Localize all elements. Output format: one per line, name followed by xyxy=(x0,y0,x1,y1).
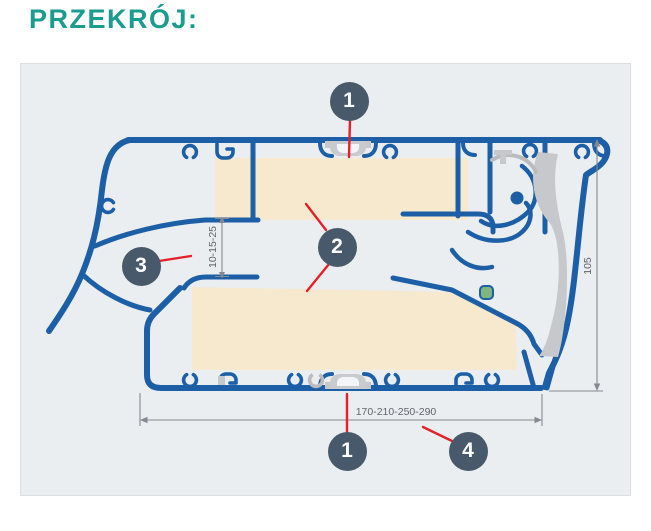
t-connector xyxy=(494,150,512,164)
lower-flange xyxy=(181,274,260,291)
callout-3: 3 xyxy=(121,246,161,286)
callout-4: 4 xyxy=(448,431,488,471)
hook-icon xyxy=(483,372,501,389)
dim-line-width xyxy=(139,393,543,426)
upper-flange xyxy=(92,217,261,249)
clip-slot xyxy=(337,144,359,153)
pivot-dot xyxy=(510,191,524,205)
page-title: PRZEKRÓJ: xyxy=(29,4,199,34)
mechanism-curve-b xyxy=(465,200,533,243)
dimension-label-width: 170-210-250-290 xyxy=(356,406,437,418)
hook-icon xyxy=(286,372,304,389)
mechanism-curve-a xyxy=(478,163,538,229)
dim-arrows xyxy=(219,216,225,279)
mechanism-curve-c xyxy=(449,247,495,271)
lower-infill-panel xyxy=(192,287,517,370)
top-clip-channel xyxy=(318,141,378,158)
leader-line-upper-panel xyxy=(304,202,328,232)
infill-panels xyxy=(192,158,517,370)
clip-wing xyxy=(366,141,371,148)
bracket-icon xyxy=(215,142,235,160)
clip-wing xyxy=(325,141,330,148)
leader-lines xyxy=(157,118,454,443)
hook-icon xyxy=(181,143,199,160)
aluminium-profile xyxy=(46,137,611,391)
right-outer-wall xyxy=(542,137,611,390)
lower-branch-curve xyxy=(79,271,153,313)
right-leg-b xyxy=(544,349,560,391)
dimension-label-inner-gap: 10-15-25 xyxy=(207,226,219,268)
upper-infill-panel xyxy=(215,158,468,220)
mech-bracket xyxy=(461,141,477,157)
lower-right-edge xyxy=(390,275,545,358)
left-cover-curve xyxy=(46,137,133,334)
callout-1-bottom: 1 xyxy=(327,431,367,471)
clip-slot xyxy=(337,377,359,386)
green-gasket xyxy=(479,285,494,300)
callout-2: 2 xyxy=(317,227,357,267)
hook-icon xyxy=(573,143,591,160)
clip-wing xyxy=(325,382,330,389)
hook-icon xyxy=(383,372,401,389)
leader-line-lower-panel xyxy=(305,262,331,293)
diagram-panel xyxy=(20,63,631,496)
hook-icon xyxy=(381,143,399,160)
mounting-clip-top xyxy=(325,141,371,156)
hook-icon xyxy=(181,372,199,389)
dim-line-height xyxy=(549,142,603,392)
spring-arc xyxy=(490,153,538,174)
bottom-rail xyxy=(144,285,544,391)
leader-line-cover xyxy=(157,254,193,263)
end-cap-cover-strip xyxy=(533,152,568,357)
leader-line-width-dim xyxy=(421,425,454,443)
callout-1-top: 1 xyxy=(329,81,369,121)
hook-icon xyxy=(99,197,116,215)
mounting-clip-bottom xyxy=(325,374,371,389)
leader-line-top-clip xyxy=(347,118,352,159)
gray-hardware xyxy=(218,141,568,389)
dimension-label-height: 105 xyxy=(582,257,594,275)
gray-insert xyxy=(218,376,225,385)
hook-icon xyxy=(521,142,539,159)
right-leg-a xyxy=(521,349,537,391)
clip-wing xyxy=(366,382,371,389)
dimension-lines xyxy=(139,139,603,426)
